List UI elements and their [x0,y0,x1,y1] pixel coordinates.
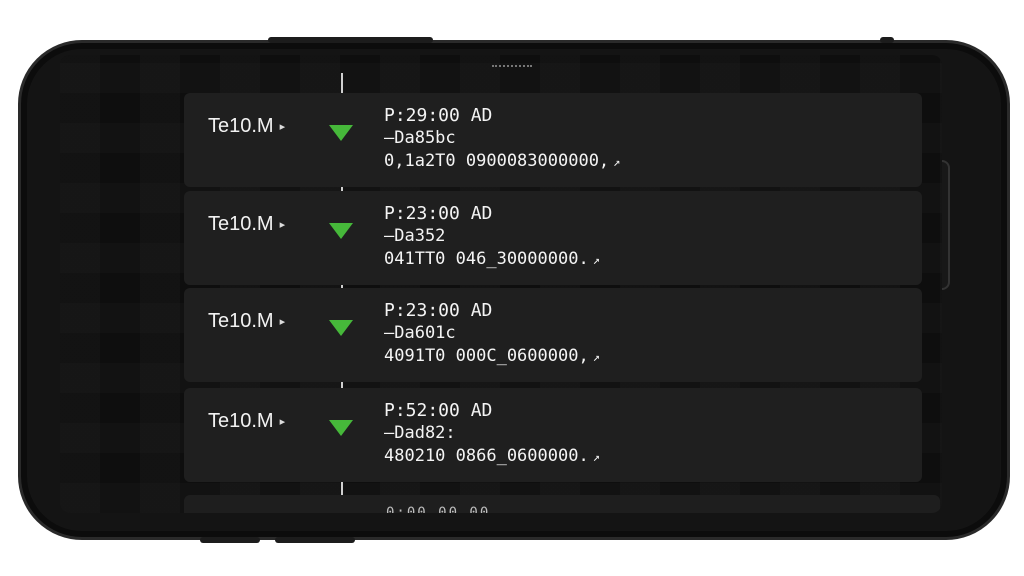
phone-bottom-button-2 [275,537,355,543]
entry-label-text: Te10.M [208,115,274,137]
entry-details: P:23:00 AD –Da601c 4091T0 000C_0600000,↗ [384,300,600,369]
entry-code: –Da85bc [384,128,456,148]
marker-triangle-icon [329,125,353,141]
top-ellipsis [492,65,532,69]
timeline-entry-peek[interactable] [184,495,940,513]
peek-entry-text: 0:00 00 00 [386,505,491,513]
entry-label-text: Te10.M [208,410,274,432]
entry-label: Te10.M ▸ [208,310,285,333]
entry-details: P:29:00 AD –Da85bc 0,1a2T0 0900083000000… [384,105,620,174]
entry-details: P:23:00 AD –Da352 041TT0 046_30000000.↗ [384,203,600,272]
caret-right-icon: ▸ [279,416,286,429]
entry-time: P:23:00 AD [384,300,493,321]
entry-time: P:29:00 AD [384,105,493,126]
entry-value: 4091T0 000C_0600000, [384,346,589,366]
entry-code: –Da601c [384,323,456,343]
arrow-up-right-icon[interactable]: ↗ [592,253,600,267]
caret-right-icon: ▸ [279,316,286,329]
phone-top-button-small [880,37,894,43]
entry-label-text: Te10.M [208,310,274,332]
entry-time: P:23:00 AD [384,203,493,224]
phone-bottom-button [200,537,260,543]
timeline-entry[interactable]: Te10.M ▸ P:23:00 AD –Da601c 4091T0 000C_0… [184,288,922,382]
entry-value: 0,1a2T0 0900083000000, [384,151,610,171]
caret-right-icon: ▸ [279,219,286,232]
entry-code: –Dad82: [384,423,456,443]
arrow-up-right-icon[interactable]: ↗ [592,350,600,364]
entry-value: 041TT0 046_30000000. [384,249,589,269]
timeline-entry[interactable]: Te10.M ▸ P:29:00 AD –Da85bc 0,1a2T0 09000… [184,93,922,187]
timeline-entry[interactable]: Te10.M ▸ P:52:00 AD –Dad82: 480210 0866_0… [184,388,922,482]
phone-top-button [268,37,433,43]
entry-label: Te10.M ▸ [208,115,285,138]
caret-right-icon: ▸ [279,121,286,134]
marker-triangle-icon [329,320,353,336]
entry-label-text: Te10.M [208,213,274,235]
marker-triangle-icon [329,420,353,436]
arrow-up-right-icon[interactable]: ↗ [592,450,600,464]
marker-triangle-icon [329,223,353,239]
entry-details: P:52:00 AD –Dad82: 480210 0866_0600000.↗ [384,400,600,469]
arrow-up-right-icon[interactable]: ↗ [613,155,621,169]
entry-label: Te10.M ▸ [208,410,285,433]
phone-screen: Te10.M ▸ P:29:00 AD –Da85bc 0,1a2T0 09000… [60,55,942,513]
entry-code: –Da352 [384,226,446,246]
entry-label: Te10.M ▸ [208,213,285,236]
timeline-entry[interactable]: Te10.M ▸ P:23:00 AD –Da352 041TT0 046_300… [184,191,922,285]
entry-value: 480210 0866_0600000. [384,446,589,466]
entry-time: P:52:00 AD [384,400,493,421]
